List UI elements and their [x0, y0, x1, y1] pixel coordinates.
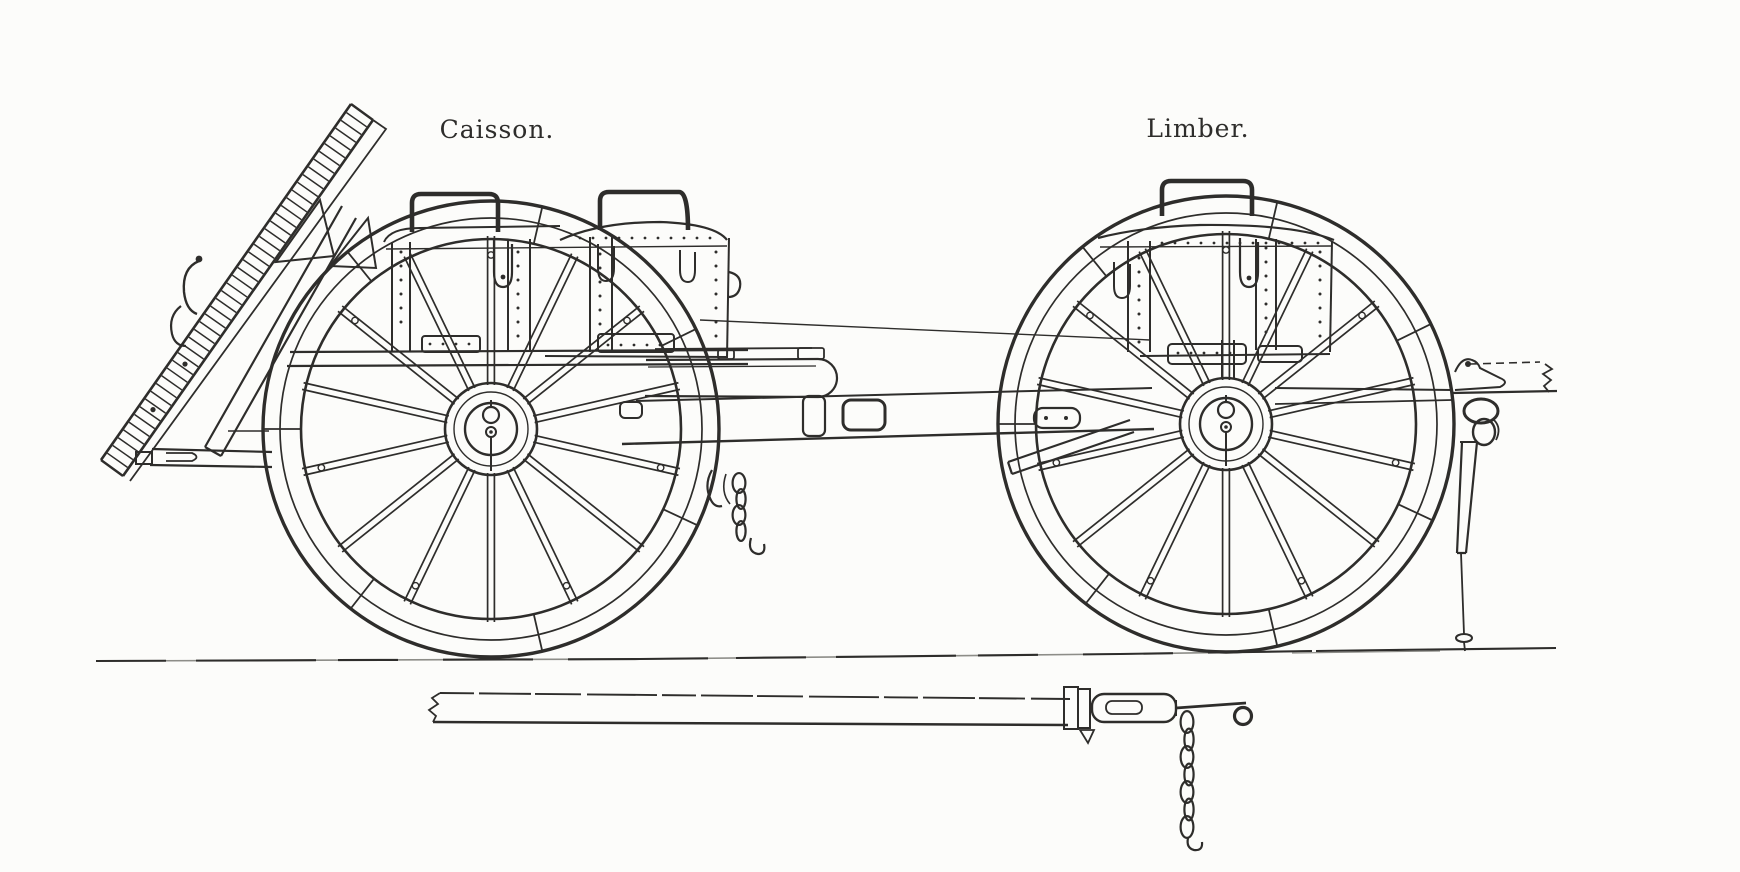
chain-hook — [1186, 837, 1204, 852]
limber-pole — [1274, 358, 1558, 405]
pole-ring — [1232, 705, 1254, 727]
rivet-dots — [399, 236, 1322, 355]
detached-pole — [427, 686, 1254, 852]
caisson-wheel — [261, 199, 721, 659]
pole-toggle — [1090, 692, 1178, 724]
pintle-hook — [1462, 397, 1500, 447]
limber-prop — [1455, 441, 1479, 652]
pole-break-mark — [1541, 363, 1554, 393]
ground-line — [95, 646, 1557, 663]
lunette-ring — [841, 398, 887, 432]
limber-hub — [1178, 376, 1274, 472]
limber-chest — [1097, 178, 1335, 378]
spare-wheel — [99, 103, 388, 482]
limber-label: Limber. — [1146, 114, 1249, 143]
chest-handle — [597, 189, 691, 231]
pole-break-mark — [427, 692, 441, 723]
caisson — [99, 103, 1155, 659]
lock-chain — [706, 469, 766, 556]
pole-chain — [1179, 710, 1195, 839]
chest-handle — [409, 191, 501, 232]
chest-handle — [1159, 178, 1255, 216]
caisson-label: Caisson. — [440, 115, 555, 144]
limber — [996, 178, 1558, 654]
caisson-hub — [443, 381, 539, 477]
limber-wheel — [996, 194, 1456, 654]
